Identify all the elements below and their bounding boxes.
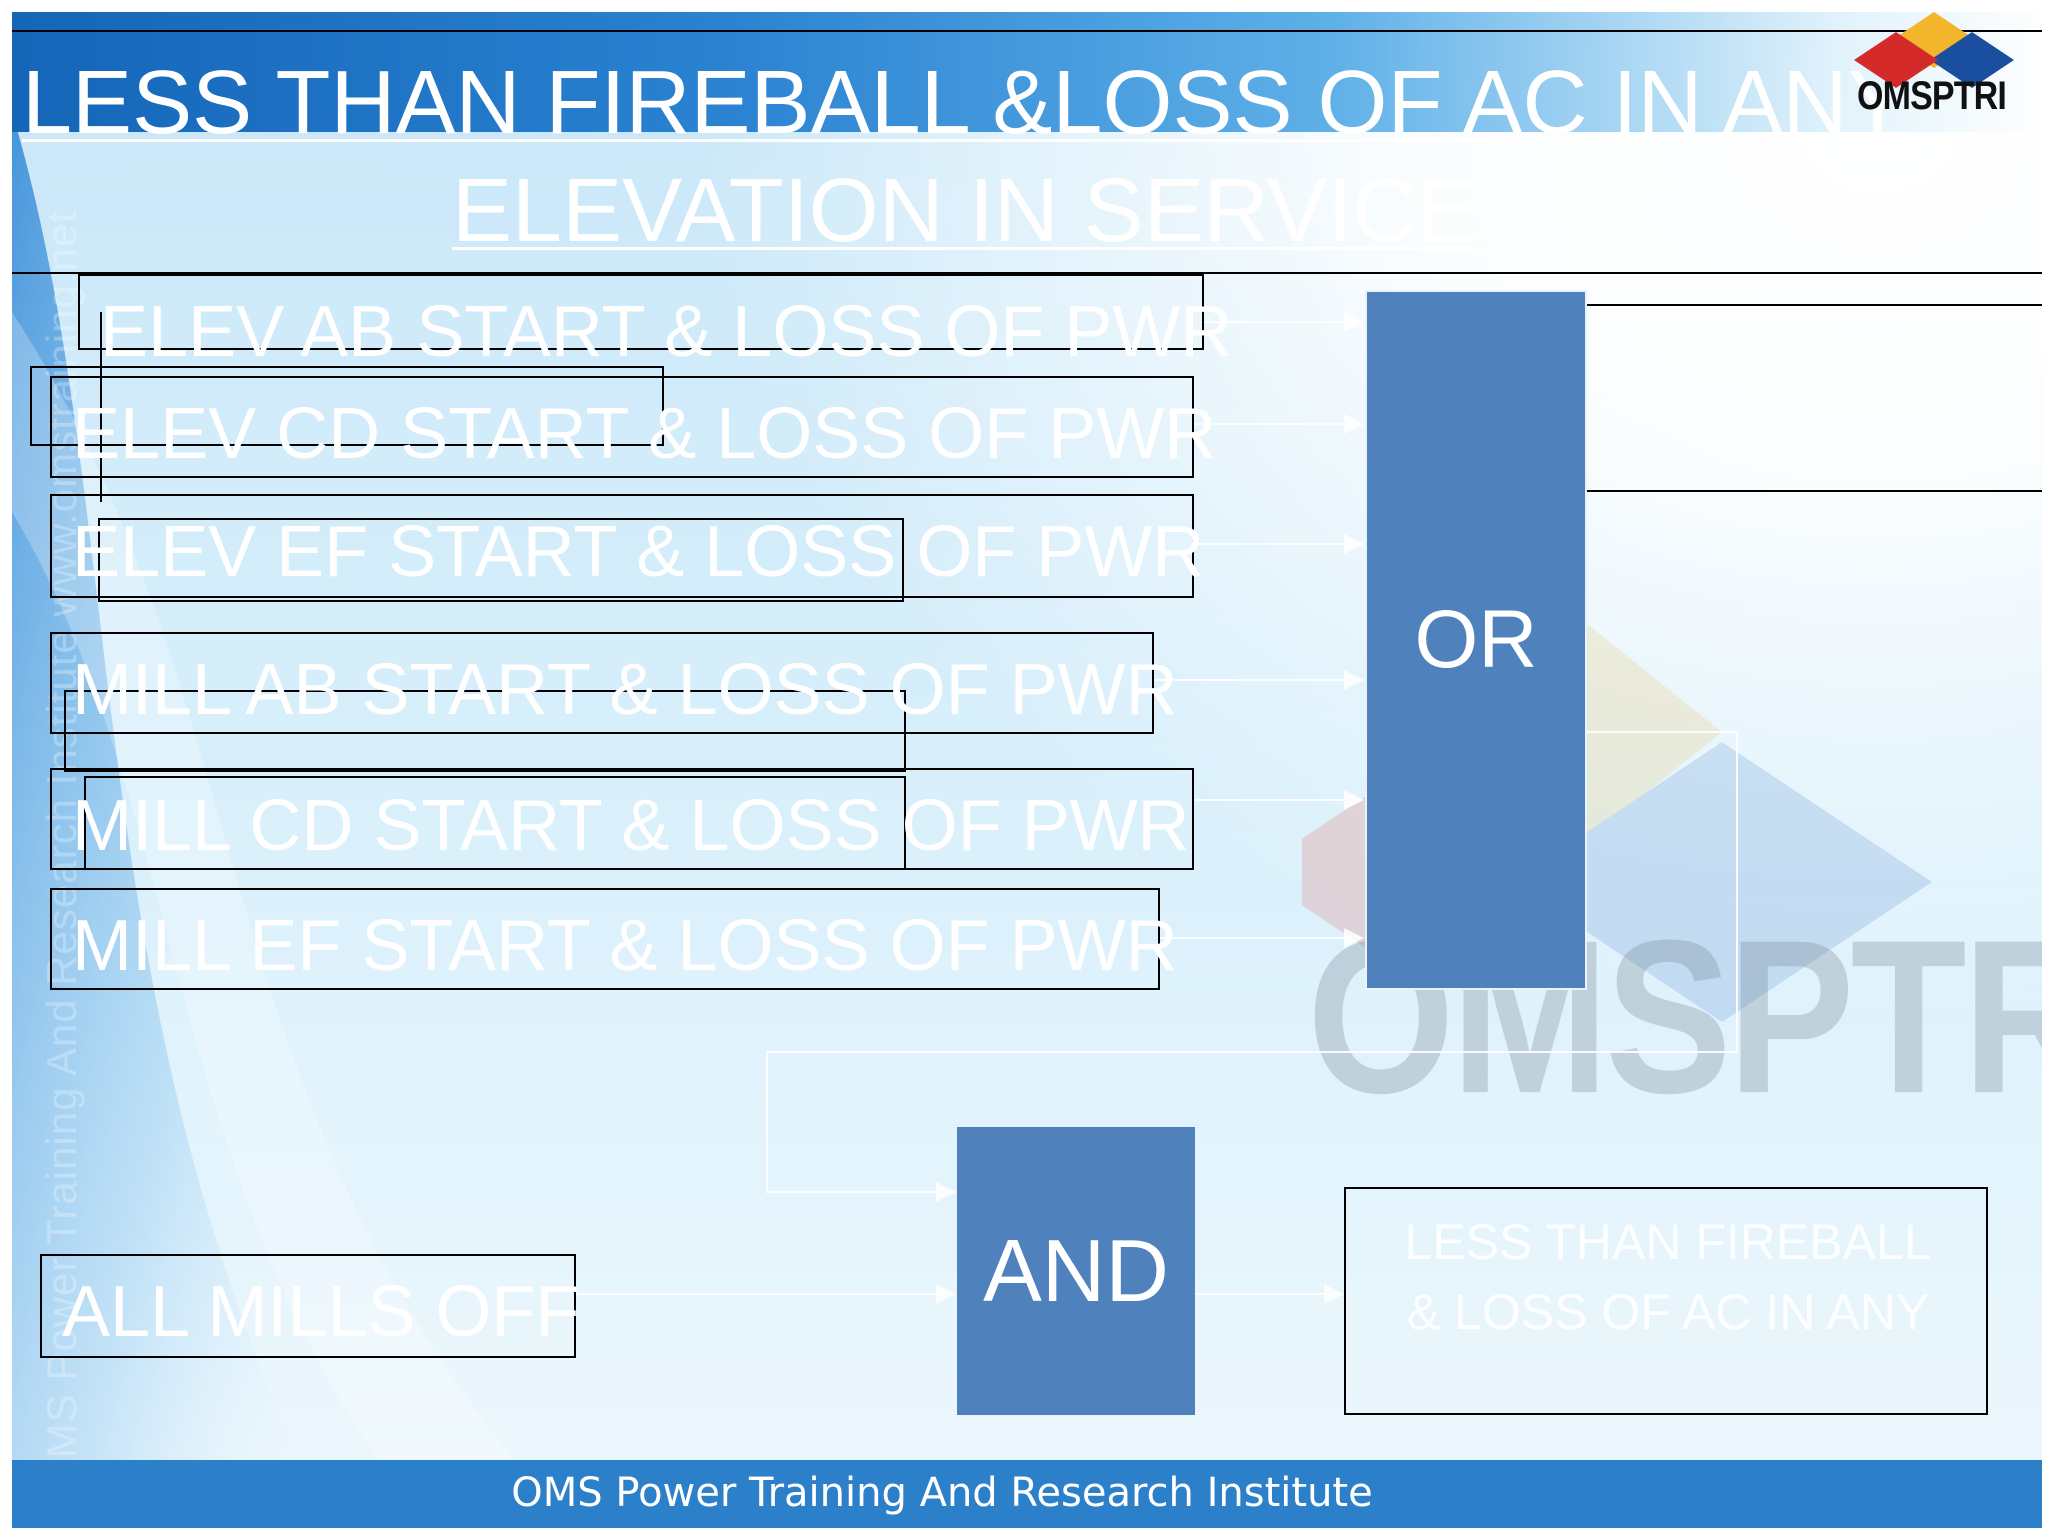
brand-logo-text: OMSPTRI <box>1857 74 2007 118</box>
input-label-elev-ef: ELEV EF START & LOSS OF PWR <box>72 512 1205 592</box>
title-band <box>12 12 2042 132</box>
input-box-1-outline <box>30 366 664 446</box>
background-swoosh <box>12 112 572 1528</box>
or-gate: OR <box>1365 290 1587 990</box>
input-label-elev-ab: ELEV AB START & LOSS OF PWR <box>100 292 1233 372</box>
output-box: LESS THAN FIREBALL & LOSS OF AC IN ANY <box>1344 1187 1988 1415</box>
output-text-line-1: LESS THAN FIREBALL <box>1404 1214 1932 1270</box>
input-box-4-outline <box>64 690 906 772</box>
title-rule <box>12 272 2042 274</box>
input-box-4 <box>50 632 1154 734</box>
input-box-1 <box>78 274 1204 350</box>
page-title-line-2: ELEVATION IN SERVICE <box>452 161 1478 261</box>
footer-text: OMS Power Training And Research Institut… <box>511 1470 1373 1516</box>
output-text-line-2: & LOSS OF AC IN ANY <box>1406 1284 1930 1340</box>
top-rule <box>12 30 2042 32</box>
all-mills-off-box <box>40 1254 576 1358</box>
input-box-5-outline <box>84 776 906 870</box>
page-title-line-1: LESS THAN FIREBALL &LOSS OF AC IN ANY <box>22 53 1908 153</box>
brand-logo-icon <box>1854 12 2014 88</box>
overlay-rule-1 <box>1587 304 2042 306</box>
input-label-mill-ab: MILL AB START & LOSS OF PWR <box>72 650 1178 730</box>
input-label-mill-cd: MILL CD START & LOSS OF PWR <box>72 786 1190 866</box>
input-label-elev-cd: ELEV CD START & LOSS OF PWR <box>72 394 1217 474</box>
and-gate: AND <box>957 1127 1195 1415</box>
input-box-2 <box>50 376 1194 478</box>
footer-bar: OMS Power Training And Research Institut… <box>12 1460 2042 1528</box>
input-box-3-outline <box>98 518 904 602</box>
slide: OMS Power Training And Research Institut… <box>12 12 2042 1528</box>
overlay-rule-2 <box>1587 490 2042 492</box>
connector-arrows <box>576 312 1738 1304</box>
all-mills-off-label: ALL MILLS OFF <box>62 1272 580 1352</box>
output-text: LESS THAN FIREBALL & LOSS OF AC IN ANY <box>1346 1207 1990 1347</box>
input-box-3 <box>50 494 1194 598</box>
input-box-6 <box>50 888 1160 990</box>
input-label-mill-ef: MILL EF START & LOSS OF PWR <box>72 906 1178 986</box>
input-box-2-outline <box>100 312 102 502</box>
